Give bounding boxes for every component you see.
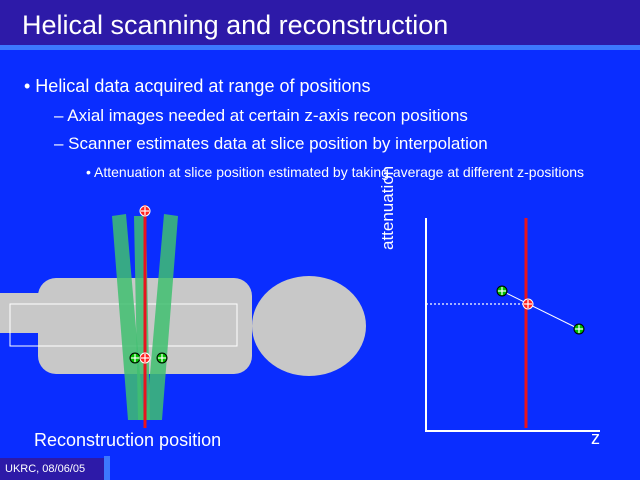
graph-sample-marker-green [573, 323, 585, 335]
graph-interpolation-line [501, 290, 580, 330]
interpolated-marker-red [139, 352, 151, 364]
footer-edge [104, 456, 110, 480]
graph-y-label: attenuation [378, 165, 397, 250]
footer-text: UKRC, 08/06/05 [5, 463, 86, 475]
bullet-4: • Attenuation at slice position estimate… [86, 164, 585, 180]
bullet-3: – Scanner estimates data at slice positi… [54, 134, 488, 153]
interpolated-marker-red [139, 205, 151, 217]
reconstruction-position-label: Reconstruction position [34, 430, 222, 450]
helical-beam-strip [112, 214, 144, 420]
phantom-head [252, 276, 366, 376]
bullet-1: • Helical data acquired at range of posi… [24, 76, 371, 96]
sample-marker-green [156, 352, 168, 364]
bullet-2: – Axial images needed at certain z-axis … [54, 106, 468, 125]
helical-beam-strip [146, 214, 178, 420]
graph-interpolated-marker-red [522, 298, 534, 310]
graph-x-label: z [591, 428, 600, 448]
title-underline [0, 45, 640, 50]
graph-sample-marker-green [496, 285, 508, 297]
sample-marker-green [129, 352, 141, 364]
footer-bar [0, 458, 108, 480]
title-bar [0, 0, 640, 50]
slide-title: Helical scanning and reconstruction [22, 10, 449, 40]
